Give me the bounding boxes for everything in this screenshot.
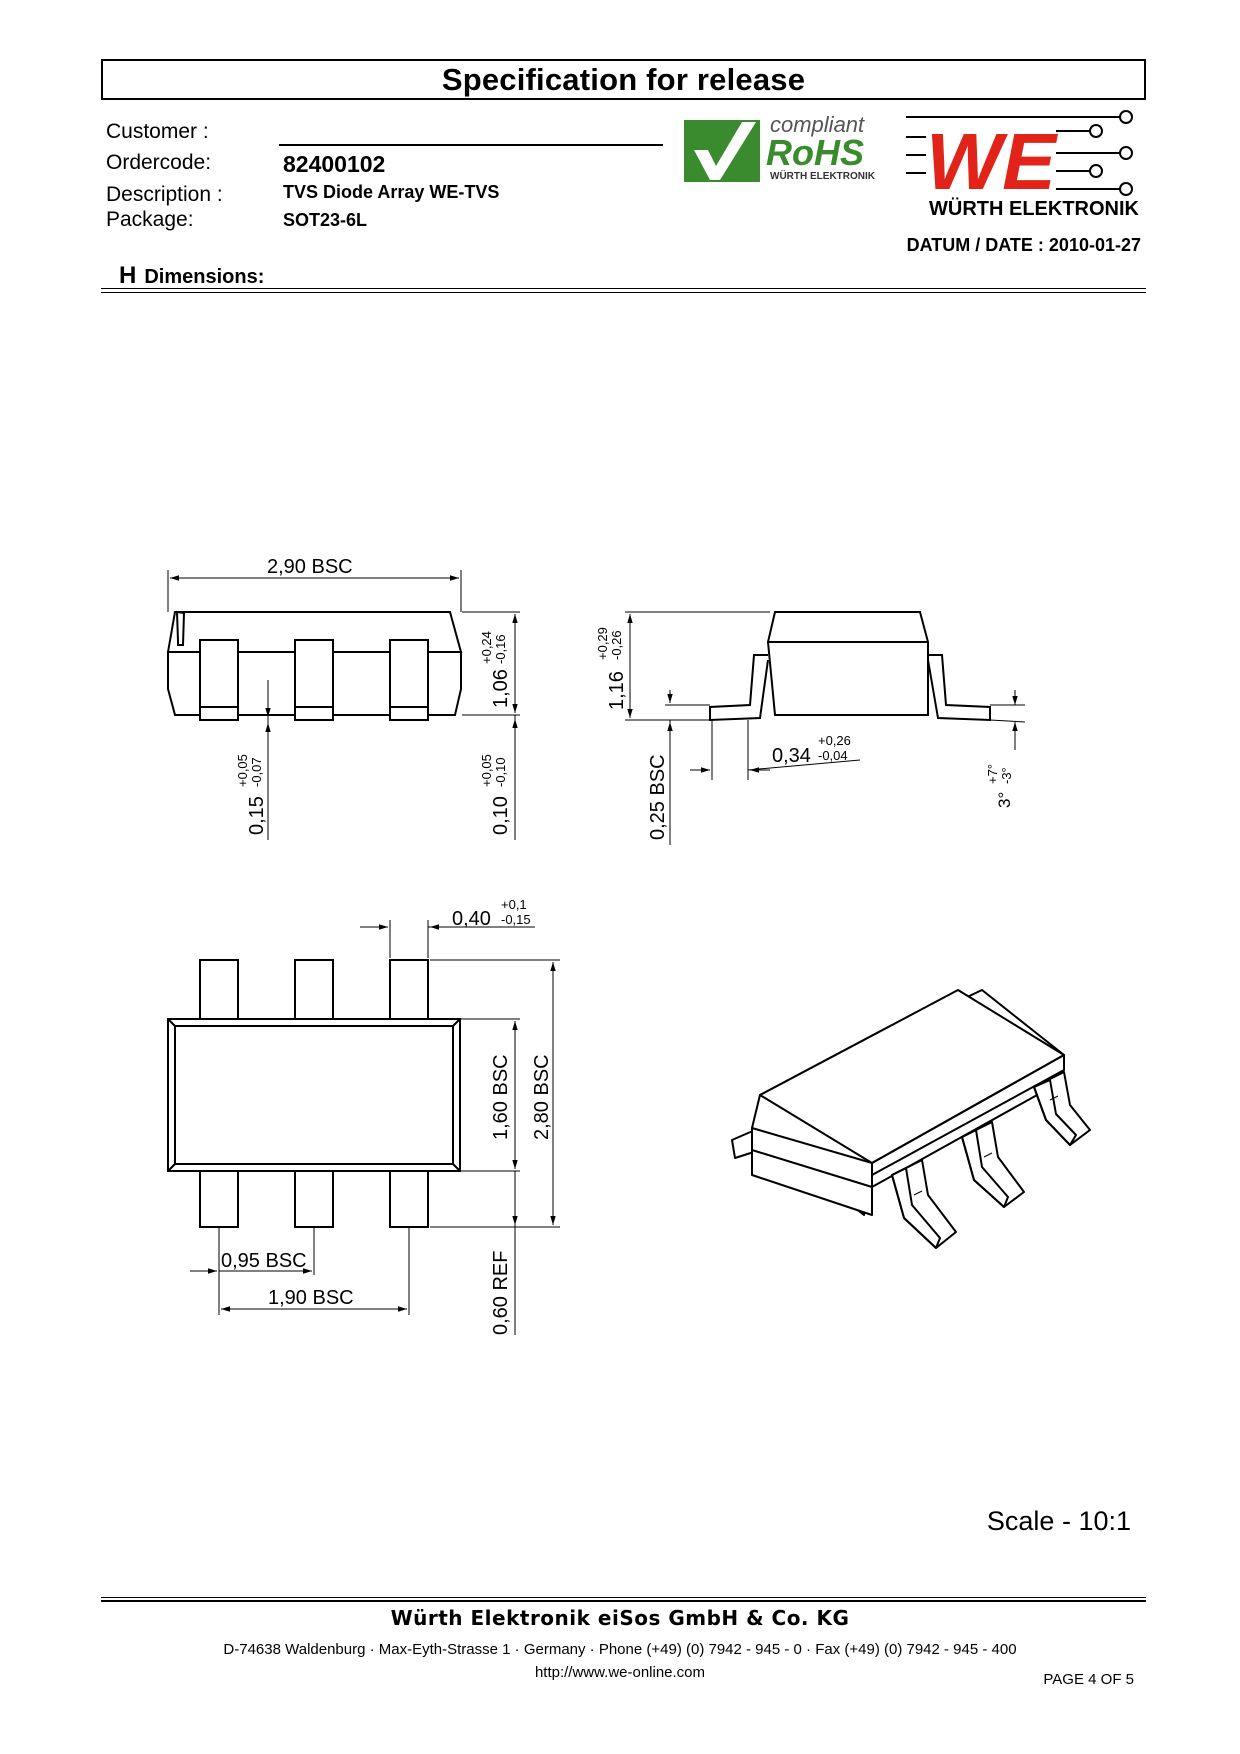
dim-angle-label: 3° [995, 792, 1014, 808]
dim-034-tol-minus: -0,04 [818, 748, 848, 763]
rohs-sub-text: WÜRTH ELEKTRONIK [770, 169, 876, 182]
dim-106-tol-plus: +0,24 [479, 631, 494, 664]
dim-160-label: 1,60 BSC [490, 1054, 512, 1140]
footer-rule-top [101, 1597, 1146, 1598]
package-label: Package: [106, 208, 194, 231]
company-url[interactable]: http://www.we-online.com [534, 1664, 706, 1681]
description-value: TVS Diode Array WE-TVS [283, 182, 500, 202]
customer-label: Customer : [106, 120, 209, 143]
we-name-text: WÜRTH ELEKTRONIK [929, 197, 1140, 219]
dim-060-label: 0,60 REF [490, 1251, 512, 1335]
side-view [709, 611, 991, 722]
package-value: SOT23-6L [283, 210, 368, 230]
top-view [167, 959, 461, 1228]
dim-106-tol-minus: -0,16 [493, 634, 508, 664]
dim-106-label: 1,06 [490, 669, 512, 708]
dim-015-label: 0,15 [246, 796, 268, 835]
isometric-view [731, 989, 1091, 1249]
section-heading: H Dimensions: [119, 262, 264, 290]
dim-095-label: 0,95 BSC [221, 1250, 307, 1272]
rohs-compliant-text: compliant [770, 112, 865, 137]
dim-040-tol-plus: +0,1 [501, 897, 527, 912]
page-title: Specification for release [441, 61, 806, 97]
dim-040-tol-minus: -0,15 [501, 912, 531, 927]
dim-010-tol-plus: +0,05 [479, 754, 494, 787]
dim-025-label: 0,25 BSC [647, 754, 669, 840]
dim-116-tol-minus: -0,26 [609, 630, 624, 660]
page-number: PAGE 4 OF 5 [1043, 1671, 1134, 1688]
ordercode-value: 82400102 [283, 151, 386, 177]
company-name: Würth Elektronik eiSos GmbH & Co. KG [390, 1606, 850, 1630]
dim-010-label: 0,10 [490, 796, 512, 835]
description-label: Description : [106, 183, 223, 206]
dim-010-tol-minus: -0,10 [493, 757, 508, 787]
rohs-compliant-logo: compliant RoHS WÜRTH ELEKTRONIK [684, 112, 876, 182]
dim-034-label: 0,34 [772, 745, 811, 767]
dim-190-label: 1,90 BSC [268, 1287, 354, 1309]
section-rule-bottom [101, 292, 1146, 293]
dim-015-tol-plus: +0,05 [235, 754, 250, 787]
section-rule-top [101, 288, 1146, 289]
date: DATUM / DATE : 2010-01-27 [906, 235, 1141, 255]
ordercode-label: Ordercode: [106, 151, 212, 174]
company-address: D-74638 Waldenburg · Max-Eyth-Strasse 1 … [223, 1641, 1017, 1658]
dim-034-tol-plus: +0,26 [818, 733, 851, 748]
section-letter: H [119, 262, 137, 289]
dim-290-label: 2,90 BSC [267, 556, 353, 578]
we-logo: WE WÜRTH ELEKTRONIK [906, 110, 1140, 219]
customer-underline [279, 144, 663, 146]
dim-angle-tol-plus: +7° [985, 764, 1000, 784]
dim-116-label: 1,16 [606, 671, 628, 710]
front-view [166, 610, 463, 721]
we-text: WE [926, 117, 1059, 206]
dim-280-label: 2,80 BSC [531, 1054, 553, 1140]
dim-angle-tol-minus: -3° [999, 767, 1014, 784]
dim-116-tol-plus: +0,29 [595, 627, 610, 660]
rohs-text: RoHS [766, 132, 864, 173]
scale-label: Scale - 10:1 [986, 1506, 1131, 1536]
section-name: Dimensions: [144, 266, 265, 288]
dim-015-tol-minus: -0,07 [249, 757, 264, 787]
footer-rule-bottom [101, 1600, 1146, 1602]
dim-040-label: 0,40 [452, 908, 491, 930]
title-box: Specification for release [101, 59, 1146, 100]
